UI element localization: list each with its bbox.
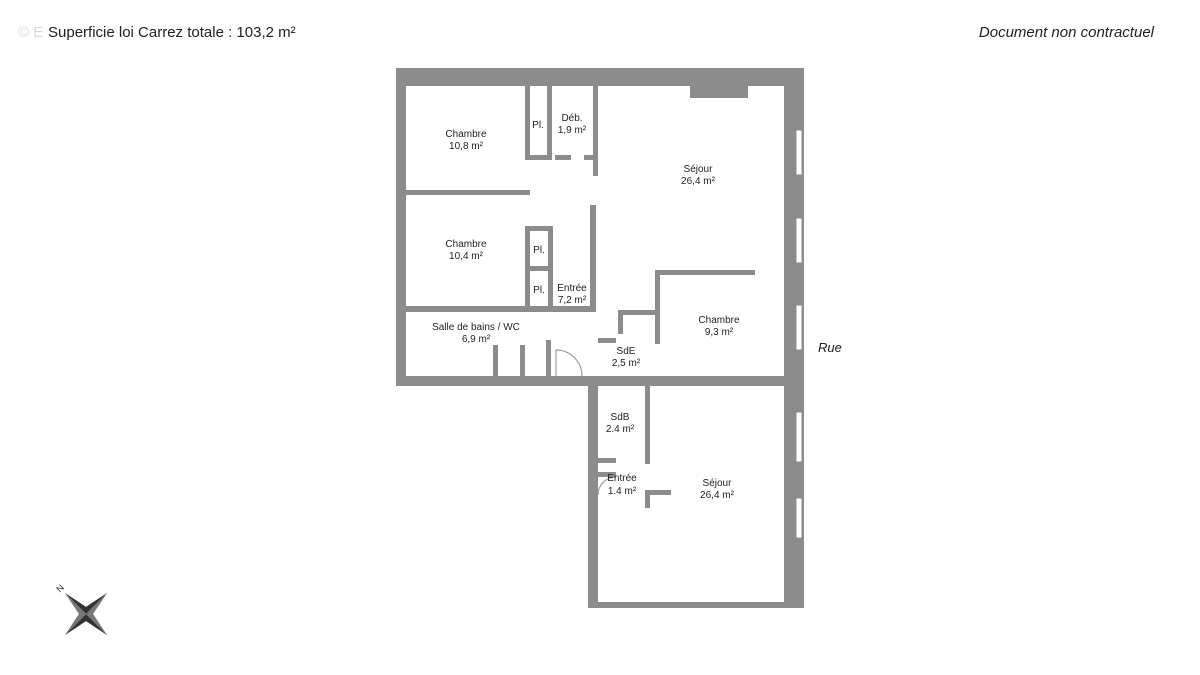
street-label: Rue [818,340,842,355]
room-debarras-area: 1,9 m² [558,125,587,136]
room-entree-2-name: Entrée [607,473,637,484]
room-placard-2-name: Pl. [533,245,545,256]
room-sde-name: SdE [617,346,636,357]
interior-walls [406,86,784,508]
total-area-title: Superficie loi Carrez totale : 103,2 m² [48,24,296,41]
room-entree-1-name: Entrée [557,283,587,294]
disclaimer: Document non contractuel [978,24,1154,41]
windows [795,129,803,539]
room-chambre-1-area: 10,8 m² [449,141,484,152]
room-chambre-3-area: 9,3 m² [705,327,734,338]
room-sdb-wc-name: Salle de bains / WC [432,322,520,333]
room-chambre-2-area: 10,4 m² [449,251,484,262]
room-sdb-area: 2.4 m² [606,424,635,435]
compass-icon [64,592,108,636]
compass-north-label: N [54,583,66,595]
room-sejour-1-area: 26,4 m² [681,176,716,187]
room-sdb-name: SdB [611,412,630,423]
outer-walls [396,68,804,608]
room-sejour-1-name: Séjour [684,164,714,175]
room-sdb-wc-area: 6,9 m² [462,334,491,345]
doors [555,349,617,496]
room-debarras-name: Déb. [561,113,582,124]
room-entree-1-area: 7,2 m² [558,295,587,306]
room-sejour-2-name: Séjour [703,478,733,489]
watermark: © E [18,24,44,41]
room-placard-1-name: Pl. [532,120,544,131]
room-sejour-2-area: 26,4 m² [700,490,735,501]
room-placard-3-name: Pl. [533,285,545,296]
room-chambre-2-name: Chambre [445,239,487,250]
room-chambre-1-name: Chambre [445,129,487,140]
room-sde-area: 2,5 m² [612,358,641,369]
room-chambre-3-name: Chambre [698,315,740,326]
room-entree-2-area: 1.4 m² [608,486,637,497]
